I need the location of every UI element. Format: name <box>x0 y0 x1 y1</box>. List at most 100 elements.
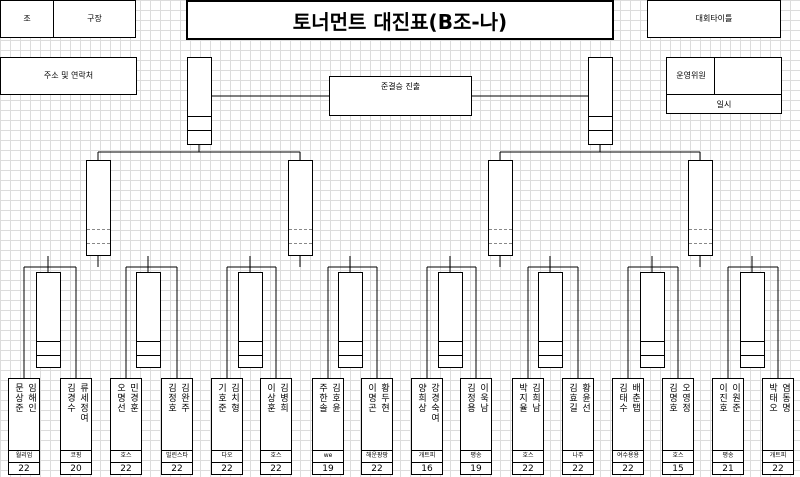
player-name: 이진호 <box>717 383 727 413</box>
player-club: 개트피 <box>418 452 436 459</box>
player-score: 22 <box>18 464 30 474</box>
player-club: 코핑 <box>70 452 82 459</box>
player-name: 김경수 <box>65 383 75 413</box>
player-club: 나주 <box>572 452 584 459</box>
captain-cell: 구장 <box>53 0 136 38</box>
match-box <box>640 272 665 368</box>
player-name: 김치형 <box>229 383 239 413</box>
player-name: 염동명 <box>780 383 790 413</box>
address-cell: 주소 및 연락처 <box>0 57 137 95</box>
captain-label: 구장 <box>87 14 102 23</box>
player-name: 김효길 <box>567 383 577 413</box>
player-name: 이상훈 <box>265 383 275 413</box>
player-score: 21 <box>722 464 734 474</box>
player-name: 황두현 <box>379 383 389 413</box>
player-name: 김희남 <box>530 383 540 413</box>
player-name: 김병희 <box>278 383 288 413</box>
date-label: 일시 <box>716 100 732 109</box>
player-score: 22 <box>270 464 282 474</box>
final-advance-label: 준결승 진출 <box>380 82 421 91</box>
match-box <box>538 272 563 368</box>
player-score: 19 <box>322 464 334 474</box>
player-name: 오영정 <box>680 383 690 413</box>
player-club: 호스 <box>522 452 534 459</box>
player-club: 월리엄 <box>15 452 33 459</box>
player-club: 개트피 <box>769 452 787 459</box>
match-box <box>588 57 613 145</box>
player-score: 15 <box>672 464 684 474</box>
match-box <box>688 160 713 256</box>
player-score: 19 <box>470 464 482 474</box>
player-name: 황윤선 <box>580 383 590 413</box>
player-name: 김정호 <box>166 383 176 413</box>
group-label: 조 <box>23 14 31 23</box>
player-name: 배춘탭 <box>630 383 640 413</box>
group-label-cell: 조 <box>0 0 54 38</box>
player-name: 기호준 <box>216 383 226 413</box>
match-box <box>136 272 161 368</box>
address-label: 주소 및 연락처 <box>43 71 94 80</box>
player-club: 평송 <box>722 452 734 459</box>
player-club: 호스 <box>672 452 684 459</box>
player-name: 주한솔 <box>317 383 327 413</box>
match-box <box>86 160 111 256</box>
player-name: 양희상 <box>416 383 426 413</box>
player-club: 호스 <box>120 452 132 459</box>
committee-label: 운영위원 <box>676 71 706 80</box>
player-name: 박태오 <box>767 383 777 413</box>
player-score: 22 <box>371 464 383 474</box>
player-club: we <box>323 452 333 459</box>
player-name: 민경훈 <box>128 383 138 413</box>
match-box <box>488 160 513 256</box>
player-name: 박지율 <box>517 383 527 413</box>
page-title: 토너먼트 대진표(B조-나) <box>186 0 614 40</box>
player-name: 강경숙여 <box>429 383 439 423</box>
tournament-title-label: 대회타이틀 <box>695 14 733 23</box>
player-name: 이욱남 <box>478 383 488 413</box>
committee-cell: 운영위원 일시 <box>666 57 782 114</box>
match-box <box>187 57 212 145</box>
player-name: 오명선 <box>115 383 125 413</box>
tournament-title-cell: 대회타이틀 <box>647 0 781 38</box>
player-club: 호스 <box>270 452 282 459</box>
player-score: 22 <box>772 464 784 474</box>
match-box <box>338 272 363 368</box>
match-box <box>238 272 263 368</box>
player-name: 류세정여 <box>78 383 88 423</box>
player-name: 김명호 <box>667 383 677 413</box>
player-club: 평송 <box>470 452 482 459</box>
player-name: 김정용 <box>465 383 475 413</box>
player-name: 이원준 <box>730 383 740 413</box>
player-club: 다오 <box>221 452 233 459</box>
player-score: 22 <box>522 464 534 474</box>
player-club: 빌린스타 <box>165 452 189 459</box>
player-name: 임해인 <box>26 383 36 413</box>
player-name: 문상준 <box>13 383 23 413</box>
match-box <box>438 272 463 368</box>
player-score: 16 <box>421 464 433 474</box>
player-name: 김호윤 <box>330 383 340 413</box>
player-name: 김태수 <box>617 383 627 413</box>
match-box <box>288 160 313 256</box>
player-score: 22 <box>221 464 233 474</box>
player-club: 해운팡팡 <box>365 452 389 459</box>
player-club: 여수용용 <box>616 452 640 459</box>
match-box <box>36 272 61 368</box>
player-score: 22 <box>622 464 634 474</box>
